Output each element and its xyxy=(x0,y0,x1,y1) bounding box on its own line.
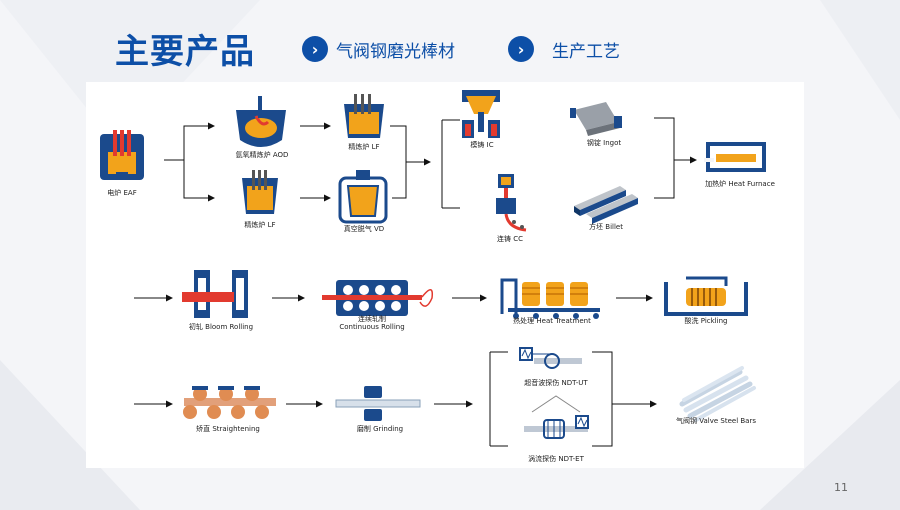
label-vd: 真空脱气 VD xyxy=(343,225,385,233)
label-continuous-rolling-cn: 连续轧制 xyxy=(358,315,386,323)
heat-furnace-icon xyxy=(704,142,766,172)
chevron-right-icon: › xyxy=(302,36,328,62)
continuous-rolling-icon xyxy=(322,280,434,316)
label-lf-lower: 精炼炉 LF xyxy=(244,221,276,229)
label-continuous-rolling-en: Continuous Rolling xyxy=(339,323,405,331)
label-lf-upper: 精炼炉 LF xyxy=(348,143,380,151)
chevron-right-icon: › xyxy=(508,36,534,62)
ingot-icon xyxy=(570,102,622,136)
ndt-et-icon xyxy=(524,395,589,439)
nav-label-process: 生产工艺 xyxy=(552,41,620,62)
grinding-icon xyxy=(335,386,421,421)
bloom-rolling-icon xyxy=(182,270,248,318)
label-heat-treatment: 热处理 Heat Treatment xyxy=(513,317,591,325)
label-ndt-ut: 超音波探伤 NDT-UT xyxy=(524,379,588,387)
aod-icon xyxy=(236,96,286,147)
label-grinding: 磨制 Grinding xyxy=(356,425,404,433)
ndt-ut-icon xyxy=(519,347,582,369)
lf-icon-lower xyxy=(242,170,278,214)
nav-item-product[interactable]: › 气阀钢磨光棒材 xyxy=(302,36,455,62)
nav-item-process[interactable]: › 生产工艺 xyxy=(508,36,620,62)
process-diagram: 电炉 EAF 氩氧精炼炉 AOD 精炼炉 LF 精炼炉 LF 真空脱气 VD 模… xyxy=(86,82,804,468)
label-ic: 模铸 IC xyxy=(470,141,494,149)
label-aod: 氩氧精炼炉 AOD xyxy=(235,151,289,159)
label-straightening: 矫直 Straightening xyxy=(196,425,260,433)
ic-icon xyxy=(462,90,500,138)
label-bloom-rolling: 初轧 Bloom Rolling xyxy=(188,323,254,331)
label-pickling: 酸洗 Pickling xyxy=(684,317,728,325)
valve-steel-bars-icon xyxy=(679,366,756,422)
pickling-icon xyxy=(664,276,748,316)
process-flow-svg xyxy=(100,90,766,447)
label-billet: 方坯 Billet xyxy=(589,223,623,231)
vd-icon xyxy=(338,170,388,224)
heat-treatment-icon xyxy=(500,278,600,319)
label-heat-furnace: 加热炉 Heat Furnace xyxy=(705,180,775,188)
label-valve-steel-bars: 气阀钢 Valve Steel Bars xyxy=(676,417,756,425)
page-number: 11 xyxy=(834,481,848,494)
label-cc: 连铸 CC xyxy=(496,235,524,243)
eaf-icon xyxy=(100,130,144,180)
lf-icon-upper xyxy=(344,94,384,138)
cc-icon xyxy=(496,174,527,232)
straightening-icon xyxy=(183,386,276,419)
label-eaf: 电炉 EAF xyxy=(107,189,137,197)
billet-icon xyxy=(574,186,638,224)
page-title: 主要产品 xyxy=(115,32,255,72)
label-ndt-et: 涡流探伤 NDT-ET xyxy=(528,455,584,463)
label-ingot: 钢锭 Ingot xyxy=(586,139,622,147)
nav-label-product: 气阀钢磨光棒材 xyxy=(336,41,455,62)
